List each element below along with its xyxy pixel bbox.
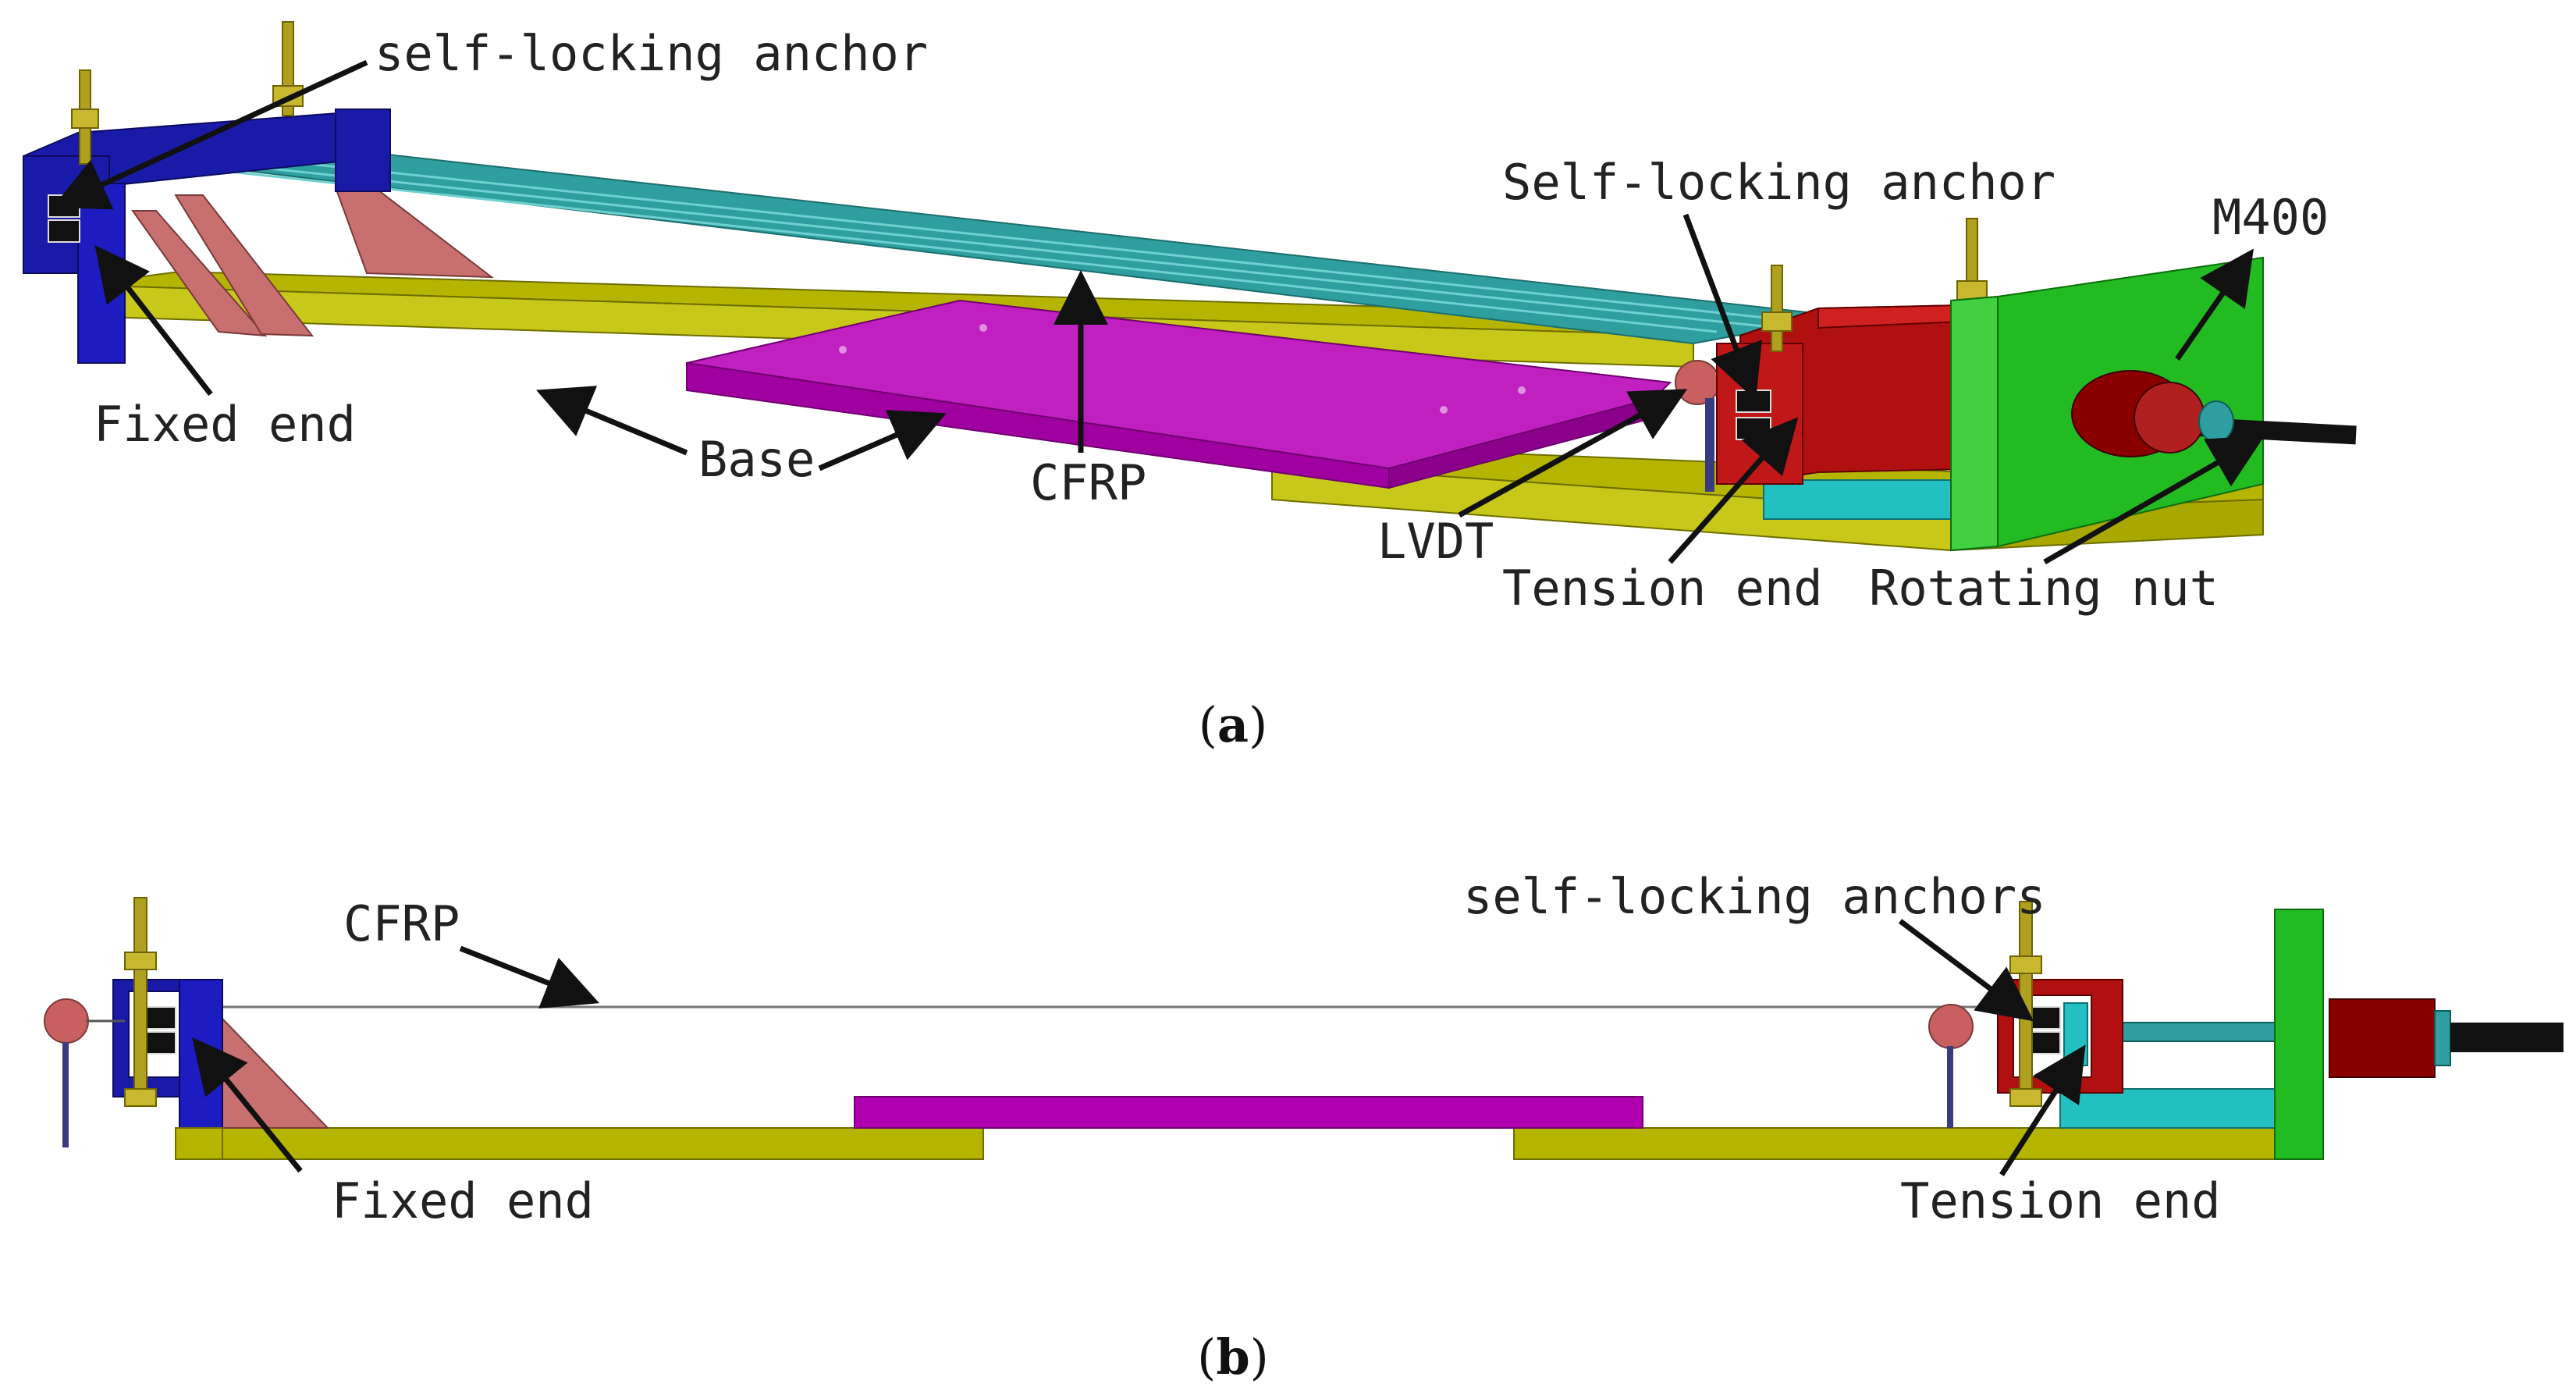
bonding-plate <box>686 299 1672 489</box>
label-m400: M400 <box>2212 189 2329 246</box>
label-fixed-end-a: Fixed end <box>94 396 356 453</box>
label-cfrp-b: CFRP <box>343 895 460 952</box>
label-self-locking-anchor-left: self-locking anchor <box>375 25 928 82</box>
caption-a: (a) <box>1199 696 1268 753</box>
fixed-end-bolt-b <box>124 897 157 1107</box>
reaction-frame-b <box>2274 909 2324 1160</box>
label-cfrp-a: CFRP <box>1030 454 1146 511</box>
label-lvdt: LVDT <box>1377 513 1494 570</box>
panel-b-side-view: CFRP self-locking anchors Fixed end Tens… <box>44 868 2564 1386</box>
tension-end-anchor-b <box>1997 979 2123 1094</box>
bonding-plate-b <box>854 1096 1643 1129</box>
base-left-b <box>175 1127 984 1160</box>
label-fixed-end-b: Fixed end <box>332 1172 594 1229</box>
tension-rod-b <box>2106 1022 2287 1042</box>
tension-end-bolts <box>1761 218 1988 352</box>
label-base: Base <box>698 431 815 488</box>
label-tension-end-a: Tension end <box>1502 560 1823 617</box>
caption-b: (b) <box>1197 1329 1269 1386</box>
fixed-end-anchor-b <box>112 979 223 1160</box>
lvdt-left-b <box>44 998 125 1147</box>
fixed-end-bolts <box>71 21 304 165</box>
panel-a-3d-view: self-locking anchor Fixed end Base CFRP … <box>23 21 2357 753</box>
label-self-locking-anchors: self-locking anchors <box>1463 868 2046 925</box>
tension-rail <box>1763 479 1960 520</box>
panel-b-leader-arrows <box>192 919 2086 1176</box>
label-tension-end-b: Tension end <box>1900 1172 2221 1229</box>
panel-a-leader-arrows <box>52 59 2265 565</box>
rotating-nut-b <box>2329 998 2564 1078</box>
tension-rail-b <box>2059 1088 2279 1129</box>
fixed-end-gusset-b <box>222 1016 330 1129</box>
label-self-locking-anchor-right: Self-locking anchor <box>1502 154 2055 211</box>
label-rotating-nut: Rotating nut <box>1869 560 2219 617</box>
cfrp-strip <box>155 151 1842 345</box>
lvdt-right-b <box>1928 1004 1974 1128</box>
base-right-b <box>1513 1127 2318 1160</box>
fixed-end-gussets <box>131 187 495 337</box>
